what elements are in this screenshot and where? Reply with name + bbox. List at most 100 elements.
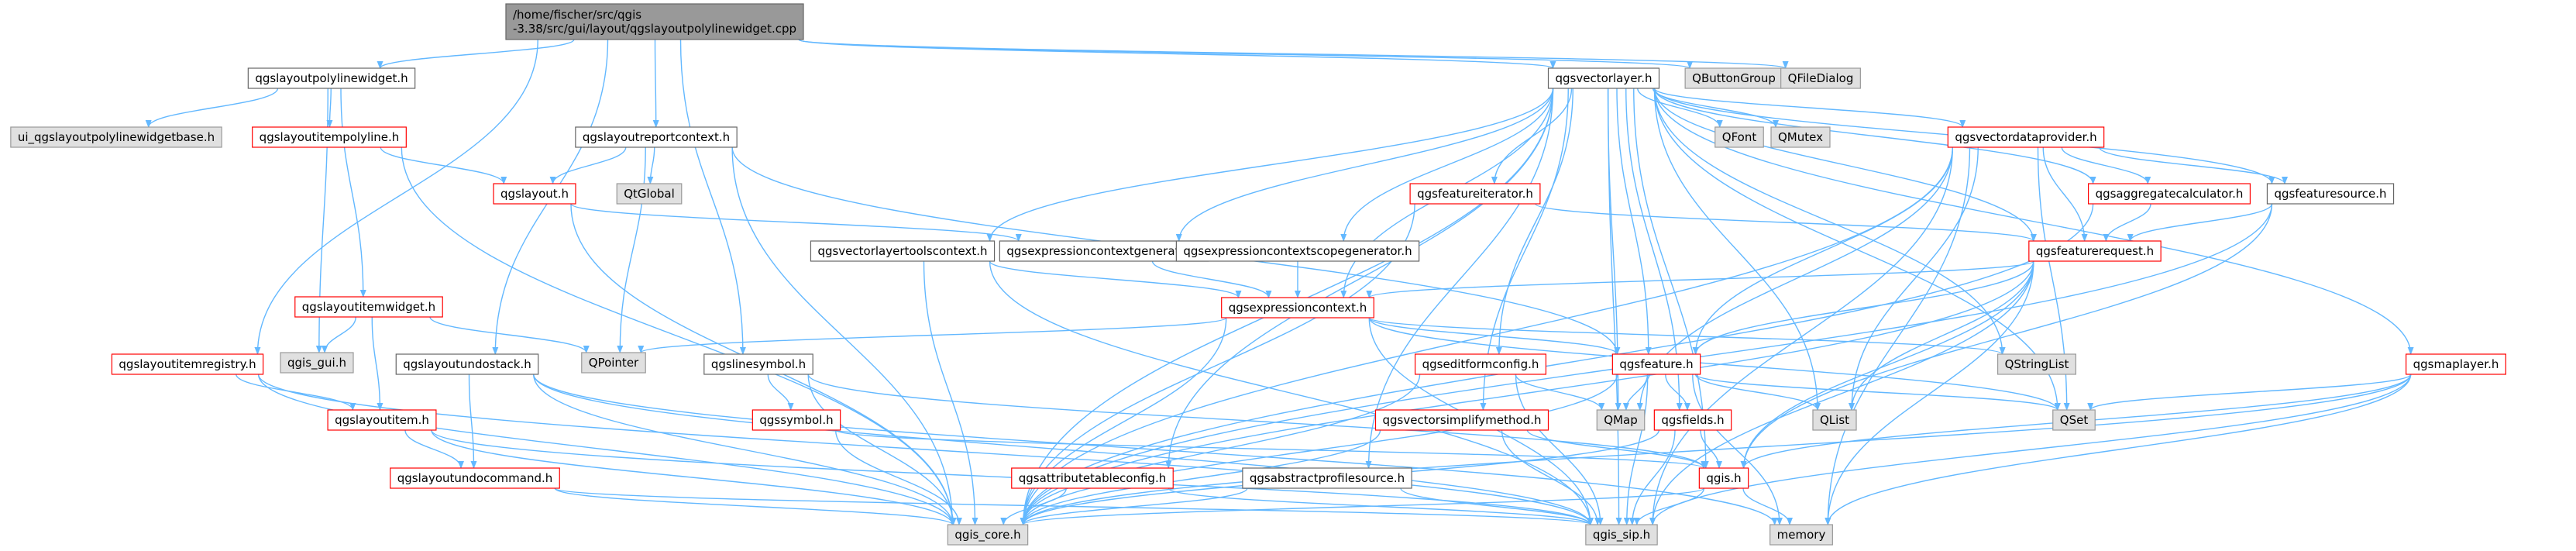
edge-qgslayoutitem-h-to-qgslayoutundocommand-h [404, 429, 464, 469]
edge-qgslayoutpolylinewidget-h-to-ui-base [145, 88, 279, 128]
edge-qgsexpressioncontext-h-to-qpointer [638, 317, 1227, 353]
edge-qgsvectorlayer-h-to-qstringlist [1653, 88, 2006, 355]
node-label-line: -3.38/src/gui/layout/qgslayoutpolylinewi… [513, 22, 796, 36]
node-qgslayoutpolylinewidget-h[interactable]: qgslayoutpolylinewidget.h [247, 67, 416, 89]
node-qgsfeatureiterator-h[interactable]: qgsfeatureiterator.h [1409, 183, 1541, 205]
edge-qgsaggregatecalculator-h-to-qgsfeaturerequest-h [2103, 203, 2151, 242]
node-qgsvectorsimplifymethod-h[interactable]: qgsvectorsimplifymethod.h [1374, 409, 1549, 431]
node-box [247, 67, 416, 89]
node-box [327, 409, 437, 431]
node-qgis-gui-h: qgis_gui.h [280, 352, 354, 374]
node-qgssymbol-h[interactable]: qgssymbol.h [751, 409, 841, 431]
edge-qgsabstractprofilesource-h-to-qgis-sip-h [1400, 487, 1594, 525]
edge-qgsfeaturerequest-h-to-qgis-h [1740, 260, 2034, 469]
node-label: qgslayoutundostack.h [403, 357, 531, 371]
edge-qgis-h-to-memory [1742, 487, 1793, 525]
node-qfiledialog: QFileDialog [1780, 67, 1861, 89]
edge-qgsvectorlayer-h-to-qgsvectordataprovider-h [1653, 88, 1966, 128]
node-qgis-sip-h: qgis_sip.h [1585, 524, 1658, 546]
node-qgis-h[interactable]: qgis.h [1698, 467, 1749, 489]
edge-qgsfeaturesource-h-to-qgis-h [1740, 203, 2273, 469]
edge-root-to-qgslayoutitemregistry-h [254, 39, 538, 355]
file-nodes: /home/fischer/src/qgis-3.38/src/gui/layo… [10, 3, 2506, 546]
node-box [2028, 240, 2162, 262]
node-qgsvectordataprovider-h[interactable]: qgsvectordataprovider.h [1947, 126, 2105, 148]
node-qgis-core-h: qgis_core.h [947, 524, 1029, 546]
node-qgsabstractprofilesource-h[interactable]: qgsabstractprofilesource.h [1242, 467, 1412, 489]
edge-qgslinesymbol-h-to-qgis-h [807, 374, 1708, 469]
edge-qgsfeaturesource-h-to-qgsfeaturerequest-h [2127, 203, 2273, 242]
node-label: qgsattributetableconfig.h [1019, 471, 1166, 485]
node-box [810, 240, 996, 262]
node-qgsattributetableconfig-h[interactable]: qgsattributetableconfig.h [1011, 467, 1174, 489]
node-box [395, 353, 539, 375]
node-qgsfields-h[interactable]: qgsfields.h [1653, 409, 1732, 431]
node-root[interactable]: /home/fischer/src/qgis-3.38/src/gui/layo… [505, 3, 804, 40]
node-qgsvectorlayer-h[interactable]: qgsvectorlayer.h [1547, 67, 1660, 89]
edge-qgsfeature-h-to-qgis-sip-h [1623, 374, 1649, 525]
edge-qgsexpressioncontext-h-to-qgsfeature-h [1368, 317, 1621, 355]
node-qgseditformconfig-h[interactable]: qgseditformconfig.h [1414, 353, 1547, 375]
node-box [505, 3, 804, 40]
edge-qgsfeature-h-to-qgsfields-h [1665, 374, 1690, 411]
node-memory: memory [1769, 524, 1833, 546]
node-box [947, 524, 1029, 546]
node-qmap: QMap [1596, 409, 1646, 431]
edge-qgsvectordataprovider-h-to-qgsfeaturesource-h [2098, 146, 2288, 184]
node-qgslayoutundostack-h[interactable]: qgslayoutundostack.h [395, 353, 539, 375]
node-label: qgsvectorlayertoolscontext.h [817, 244, 987, 258]
node-qgsexpressioncontextgenerator-h[interactable]: qgsexpressioncontextgenerator.h [999, 240, 1209, 262]
node-qgslayoutitem-h[interactable]: qgslayoutitem.h [327, 409, 437, 431]
edge-qgslayoutitem-h-to-qgis-sip-h [431, 429, 1594, 525]
node-qgslayoutreportcontext-h[interactable]: qgslayoutreportcontext.h [575, 126, 738, 148]
node-qgslinesymbol-h[interactable]: qgslinesymbol.h [703, 353, 813, 375]
node-qgsexpressioncontextscopegenerator-h[interactable]: qgsexpressioncontextscopegenerator.h [1175, 240, 1420, 262]
node-box [294, 296, 443, 318]
node-box [1947, 126, 2105, 148]
edge-qgsattributetableconfig-h-to-qgis-core-h [1000, 487, 1067, 525]
node-box [616, 183, 683, 205]
node-qgsmaplayer-h[interactable]: qgsmaplayer.h [2406, 353, 2506, 375]
edge-root-to-qgslinesymbol-h [679, 39, 746, 355]
edge-qgslayoutpolylinewidget-h-to-qgslayoutitemwidget-h [340, 88, 366, 298]
node-label: qgis_core.h [954, 528, 1020, 542]
node-qgslayoutitemregistry-h[interactable]: qgslayoutitemregistry.h [111, 353, 264, 375]
node-label: qgslayoutreportcontext.h [583, 130, 730, 144]
node-qgslayout-h[interactable]: qgslayout.h [493, 183, 576, 205]
edge-qgslayoutitemwidget-h-to-qpointer [429, 316, 590, 353]
node-box [1547, 67, 1660, 89]
node-qgsvectorlayertoolscontext-h[interactable]: qgsvectorlayertoolscontext.h [810, 240, 996, 262]
node-label: qgslayout.h [500, 187, 569, 201]
node-box [2266, 183, 2395, 205]
node-label: QStringList [2005, 357, 2069, 371]
node-qlist: QList [1812, 409, 1857, 431]
edge-qgseditformconfig-h-to-qgis-core-h [1020, 374, 1421, 525]
node-label: qgssymbol.h [759, 413, 833, 427]
node-qgsfeaturesource-h[interactable]: qgsfeaturesource.h [2266, 183, 2395, 205]
node-qgslayoutitempolyline-h[interactable]: qgslayoutitempolyline.h [252, 126, 407, 148]
edge-qgsvectordataprovider-h-to-qgsaggregatecalculator-h [2061, 146, 2151, 184]
node-label: /home/fischer/src/qgis-3.38/src/gui/layo… [513, 8, 796, 36]
node-label: qgslayoutitemwidget.h [302, 300, 435, 314]
node-label: qgsexpressioncontextgenerator.h [1006, 244, 1201, 258]
edge-qgsvectorlayertoolscontext-h-to-qgis-sip-h [989, 260, 1594, 525]
node-label: QList [1820, 413, 1849, 427]
node-box [280, 352, 354, 374]
node-label: qgslayoutitempolyline.h [260, 130, 400, 144]
node-qgsfeaturerequest-h[interactable]: qgsfeaturerequest.h [2028, 240, 2162, 262]
node-label: qgsfeature.h [1619, 357, 1693, 371]
edge-qgseditformconfig-h-to-qmap [1515, 374, 1605, 411]
node-qgslayoutundocommand-h[interactable]: qgslayoutundocommand.h [390, 467, 560, 489]
node-qgsfeature-h[interactable]: qgsfeature.h [1611, 353, 1701, 375]
node-label: qgslayoutundocommand.h [397, 471, 553, 485]
edge-qgsmaplayer-h-to-memory [1825, 374, 2412, 525]
edge-qgsaggregatecalculator-h-to-qgis-core-h [1020, 203, 2094, 525]
node-qpointer: QPointer [581, 352, 646, 374]
edge-qgsvectorlayer-h-to-qgsabstractprofilesource-h [1365, 88, 1554, 469]
node-box [390, 467, 560, 489]
node-qgslayoutitemwidget-h[interactable]: qgslayoutitemwidget.h [294, 296, 443, 318]
edge-qgsfeaturerequest-h-to-memory [1825, 260, 2034, 525]
node-qgsexpressioncontext-h[interactable]: qgsexpressioncontext.h [1221, 297, 1374, 319]
edge-qgis-h-to-qgis-core-h [1020, 487, 1705, 525]
node-qgsaggregatecalculator-h[interactable]: qgsaggregatecalculator.h [2087, 183, 2251, 205]
